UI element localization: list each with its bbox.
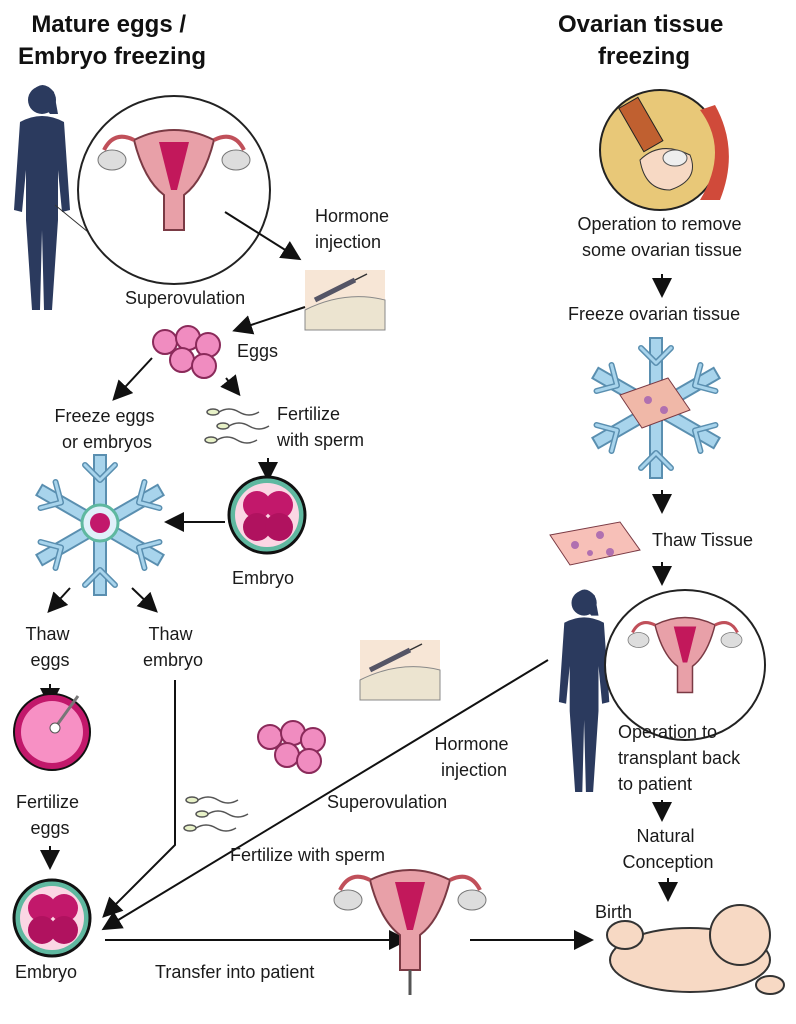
natural-conception-label: Natural Conception	[622, 826, 713, 872]
thaw-eggs-label: Thaw eggs	[25, 624, 74, 670]
left-title: Mature eggs / Embryo freezing	[18, 11, 206, 70]
patient-silhouette-icon	[558, 589, 610, 793]
injection-icon	[305, 270, 385, 330]
embryo-final-label: Embryo	[15, 962, 77, 982]
egg-with-needle-icon	[13, 693, 91, 771]
embryo-label: Embryo	[232, 568, 294, 588]
middle-injection-icon	[360, 640, 440, 700]
birth-label: Birth	[595, 902, 632, 922]
middle-eggs-icon	[257, 720, 326, 774]
woman-silhouette-icon	[14, 85, 70, 310]
superovulation-label: Superovulation	[125, 288, 245, 308]
transfer-label: Transfer into patient	[155, 962, 314, 982]
thawed-tissue-icon	[549, 521, 641, 566]
sperm-icon	[204, 408, 270, 444]
middle-fertilize-label: Fertilize with sperm	[230, 845, 385, 865]
fertilize-with-sperm-label: Fertilize with sperm	[276, 404, 364, 450]
eggs-icon	[152, 325, 221, 379]
operation-remove-label: Operation to remove some ovarian tissue	[577, 214, 746, 260]
embryo-final-icon	[12, 878, 92, 958]
transfer-uterus-icon	[332, 868, 488, 972]
operation-transplant-label: Operation to transplant back to patient	[618, 722, 745, 794]
eggs-label: Eggs	[237, 341, 278, 361]
embryo-icon	[227, 475, 307, 555]
thaw-embryo-label: Thaw embryo	[143, 624, 203, 670]
surgery-circle-icon	[599, 89, 729, 211]
hormone-injection-label: Hormone injection	[315, 206, 394, 252]
right-title: Ovarian tissue freezing	[558, 11, 730, 70]
freeze-tissue-label: Freeze ovarian tissue	[568, 304, 740, 324]
middle-hormone-injection-label: Hormone injection	[434, 734, 513, 780]
fertilize-eggs-label: Fertilize eggs	[16, 792, 84, 838]
freeze-eggs-label: Freeze eggs or embryos	[54, 406, 159, 452]
baby-icon	[606, 904, 785, 995]
thaw-tissue-label: Thaw Tissue	[652, 530, 753, 550]
middle-superovulation-label: Superovulation	[327, 792, 447, 812]
middle-sperm-icon	[183, 796, 249, 832]
frozen-tissue-icon	[619, 377, 691, 429]
